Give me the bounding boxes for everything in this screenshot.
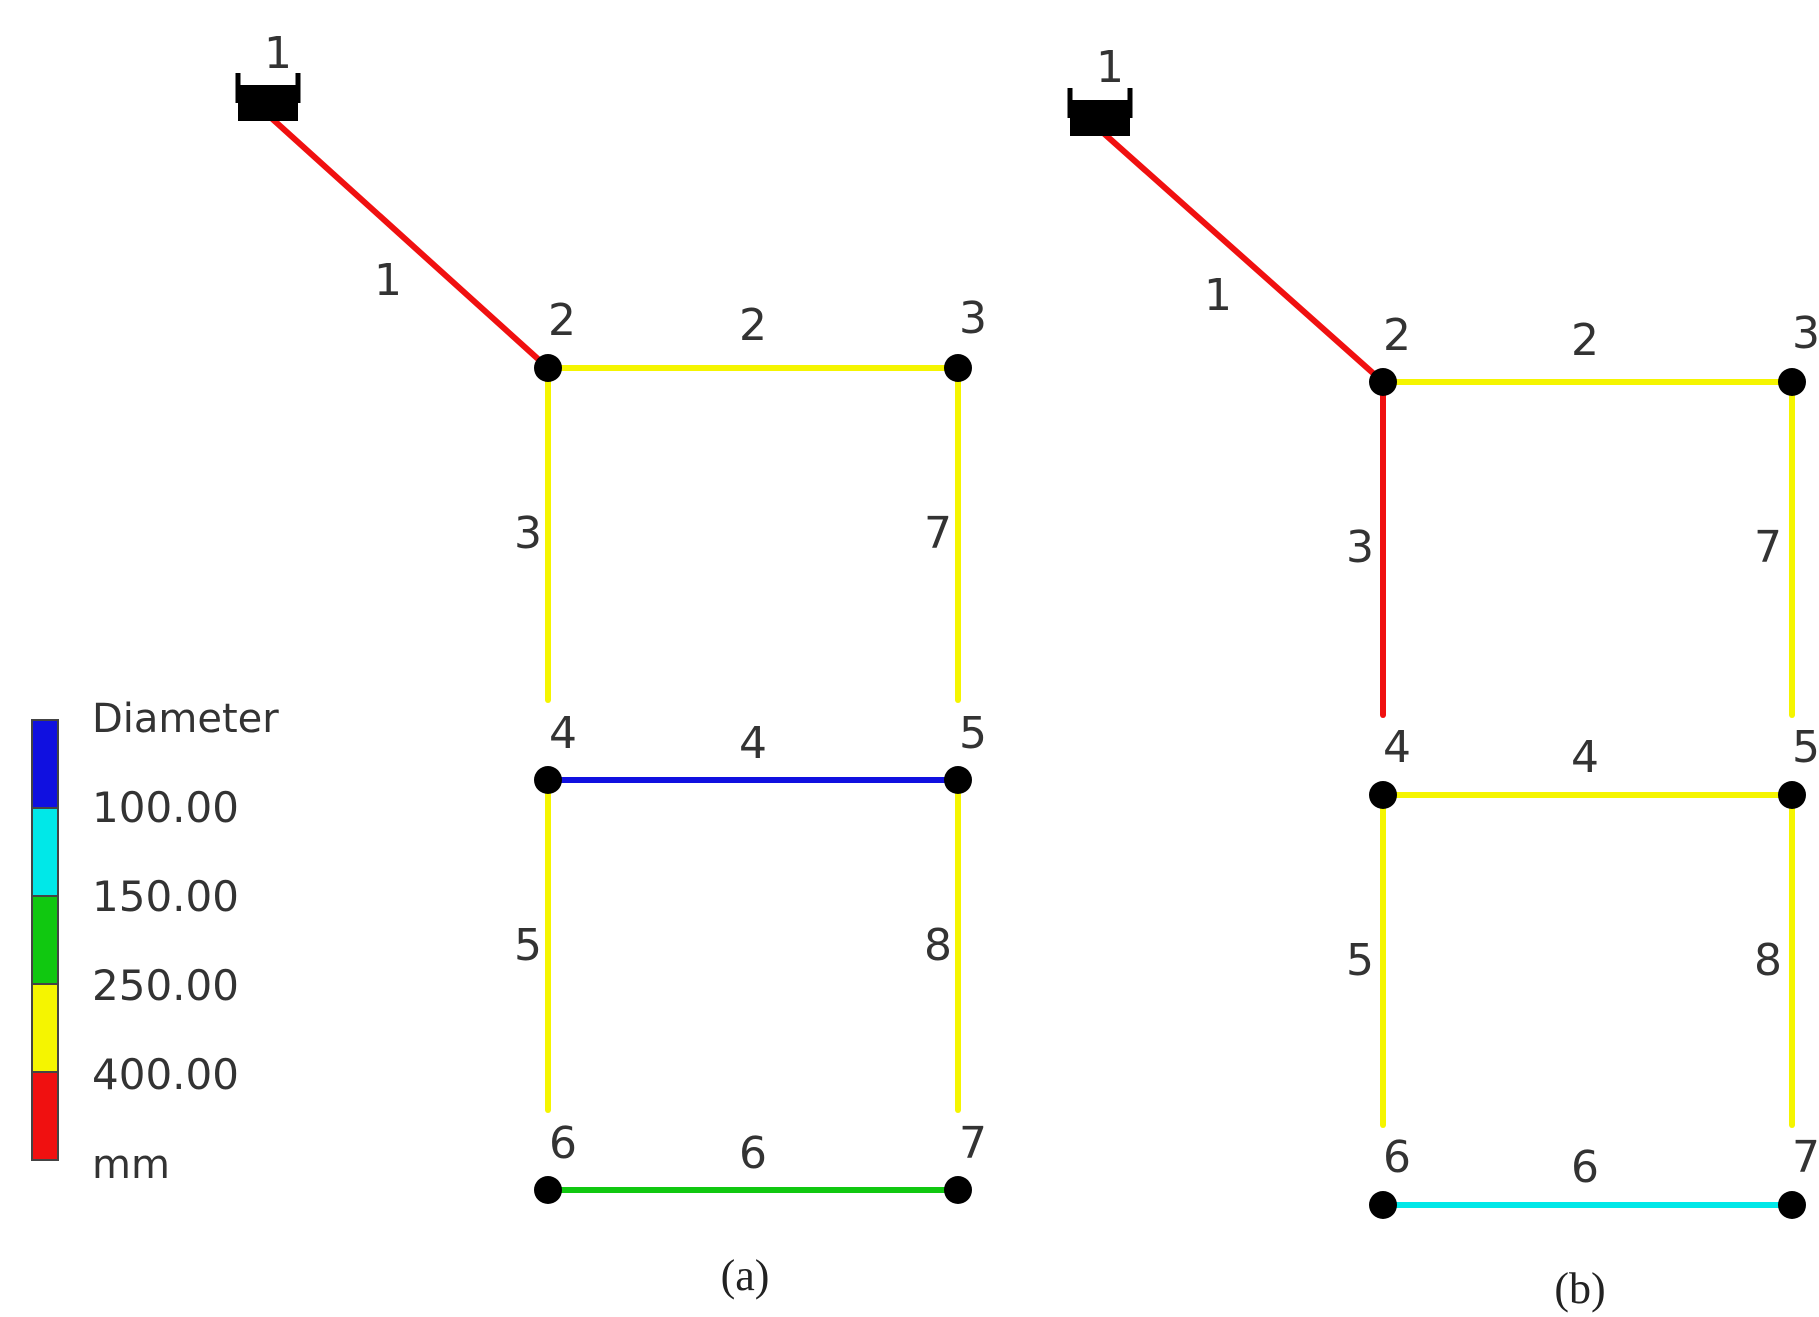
link-label-3: 3 (1346, 522, 1374, 573)
link-label-1: 1 (374, 255, 402, 306)
reservoir-node (238, 85, 298, 121)
node-label-4: 4 (549, 708, 577, 759)
node-label-3: 3 (1792, 308, 1819, 359)
link-label-5: 5 (514, 920, 542, 971)
panel-caption: (a) (721, 1251, 770, 1300)
diameter-legend: Diameter 100.00 150.00 250.00 400.00 mm (31, 696, 279, 1188)
node-label-2: 2 (548, 295, 576, 346)
link-label-2: 2 (739, 300, 767, 351)
pipe-link-1 (265, 112, 551, 371)
legend-title: Diameter (92, 696, 279, 742)
junction-node-4 (534, 766, 562, 794)
legend-swatch-5 (31, 1071, 59, 1161)
legend-break-2: 150.00 (92, 872, 239, 921)
link-label-8: 8 (924, 920, 952, 971)
junction-node-6 (534, 1176, 562, 1204)
node-label-2: 2 (1383, 310, 1411, 361)
link-label-5: 5 (1346, 935, 1374, 986)
panel-b: 1 2 3 4 5 6 7 8 1 2 3 4 5 6 7 (b) (1067, 42, 1819, 1313)
legend-swatch-4 (31, 983, 59, 1073)
panel-caption: (b) (1554, 1264, 1605, 1313)
junction-node-3 (1778, 368, 1806, 396)
legend-break-3: 250.00 (92, 961, 239, 1010)
link-label-6: 6 (739, 1128, 767, 1179)
link-label-6: 6 (1571, 1142, 1599, 1193)
junction-node-5 (944, 766, 972, 794)
panel-a: 1 2 3 4 5 6 7 8 1 2 3 4 5 6 7 (a) (235, 28, 987, 1300)
reservoir-walls (235, 73, 301, 103)
pipe-link-1 (1097, 127, 1386, 385)
node-label-5: 5 (1792, 722, 1819, 773)
legend-color-bar (31, 719, 59, 1161)
junction-node-4 (1369, 781, 1397, 809)
junction-node-7 (1778, 1191, 1806, 1219)
junction-node-3 (944, 354, 972, 382)
node-label-7: 7 (959, 1118, 987, 1169)
link-label-7: 7 (924, 508, 952, 559)
link-label-3: 3 (514, 508, 542, 559)
junction-node-5 (1778, 781, 1806, 809)
legend-break-4: 400.00 (92, 1050, 239, 1099)
node-label-5: 5 (959, 708, 987, 759)
node-label-3: 3 (959, 293, 987, 344)
node-label-1: 1 (1096, 42, 1124, 93)
link-label-4: 4 (1571, 732, 1599, 783)
node-label-4: 4 (1383, 722, 1411, 773)
legend-unit: mm (92, 1142, 170, 1188)
node-label-7: 7 (1792, 1132, 1819, 1183)
junction-node-2 (1369, 368, 1397, 396)
legend-break-1: 100.00 (92, 783, 239, 832)
node-label-6: 6 (1383, 1132, 1411, 1183)
junction-node-7 (944, 1176, 972, 1204)
link-label-2: 2 (1571, 315, 1599, 366)
link-label-4: 4 (739, 718, 767, 769)
junction-node-2 (534, 354, 562, 382)
legend-swatch-2 (31, 807, 59, 897)
node-label-6: 6 (549, 1118, 577, 1169)
reservoir-node (1070, 100, 1130, 136)
reservoir-walls (1067, 88, 1133, 118)
node-label-1: 1 (264, 28, 292, 79)
link-label-7: 7 (1754, 522, 1782, 573)
junction-node-6 (1369, 1191, 1397, 1219)
legend-swatch-1 (31, 719, 59, 809)
legend-swatch-3 (31, 895, 59, 985)
link-label-1: 1 (1204, 270, 1232, 321)
link-label-8: 8 (1754, 935, 1782, 986)
